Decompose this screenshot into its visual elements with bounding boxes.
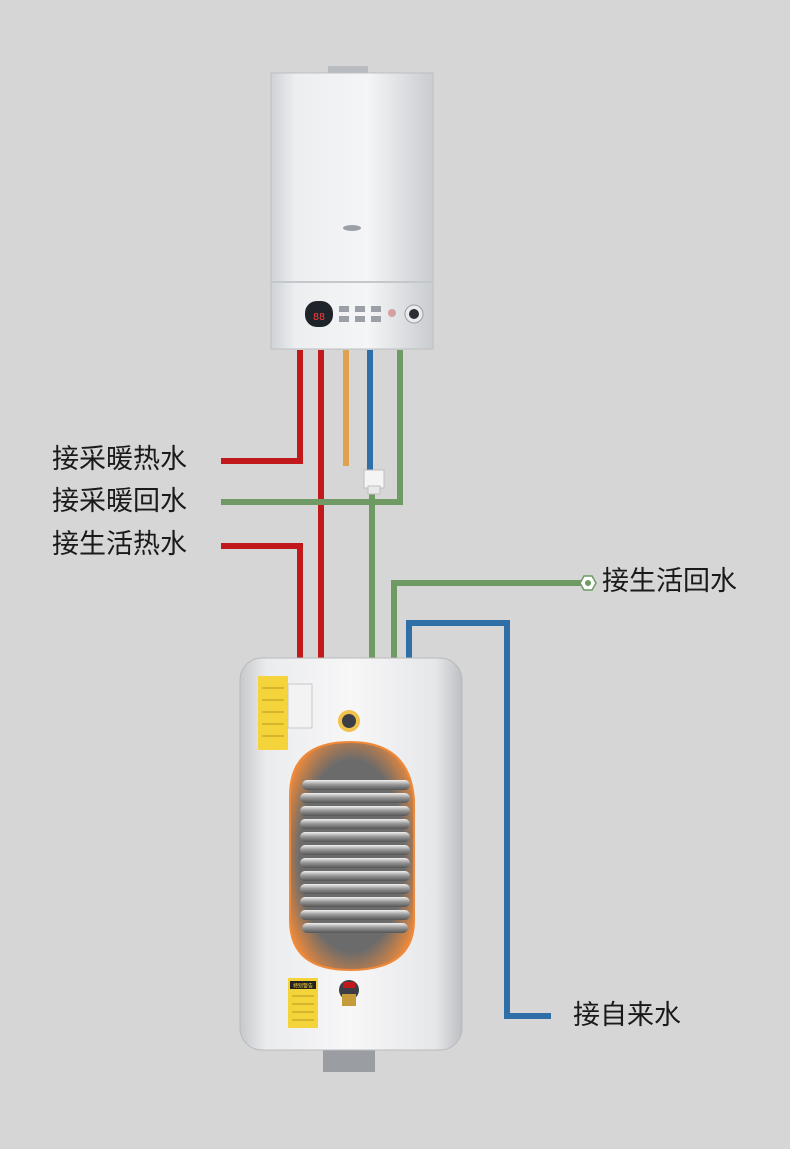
- energy-label: [258, 676, 288, 750]
- pipe-heating-return: [221, 350, 403, 505]
- warning-sticker-text: 特别警告: [293, 983, 313, 990]
- end-cap-icon: [579, 575, 597, 591]
- pipes: [221, 350, 585, 1019]
- pipe-dhw-hot: [221, 543, 303, 660]
- pipe-heating-supply: [221, 350, 303, 464]
- label-heating-return: 接采暖回水: [52, 486, 187, 517]
- heating-coil: [300, 780, 410, 933]
- label-dhw-return: 接生活回水: [602, 566, 737, 597]
- pipe-dhw-return: [391, 580, 585, 660]
- label-cold-inlet: 接自来水: [573, 1000, 681, 1031]
- boiler-body: [270, 72, 434, 350]
- boiler-display: [305, 301, 333, 327]
- flue-collar: [328, 66, 368, 76]
- tee-fitting: [363, 469, 385, 489]
- cutaway-window: [289, 740, 415, 972]
- knob-left: [388, 309, 396, 317]
- boiler-badge: [343, 225, 361, 231]
- spec-plate: [287, 683, 313, 729]
- label-dhw-hot: 接生活热水: [52, 529, 187, 560]
- control-buttons: [339, 306, 381, 322]
- label-heating-supply: 接采暖热水: [52, 444, 187, 475]
- drain-valve-icon: [339, 980, 359, 1006]
- pipe-cold-inlet: [406, 620, 551, 1019]
- boiler-display-text: 88: [313, 312, 325, 323]
- wall-boiler: 88: [270, 66, 434, 350]
- storage-tank: 特别警告: [239, 657, 463, 1072]
